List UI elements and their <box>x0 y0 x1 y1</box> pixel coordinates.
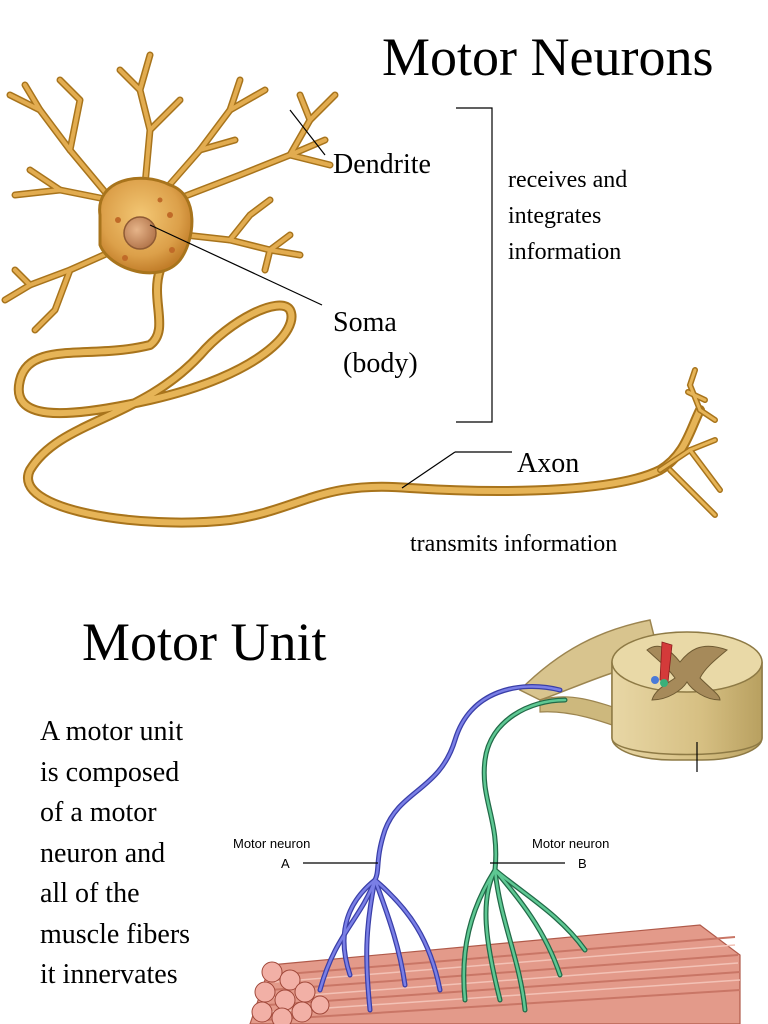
motor-neurons-title: Motor Neurons <box>382 27 714 87</box>
bracket-desc-line: integrates <box>508 203 602 229</box>
definition-line: of a motor <box>40 797 157 828</box>
definition-line: it innervates <box>40 959 178 990</box>
definition-line: A motor unit <box>40 716 184 747</box>
motor-neuron-b-label: Motor neuron <box>532 836 610 851</box>
motor-neuron-a-letter: A <box>281 856 290 871</box>
nucleus <box>123 216 157 250</box>
definition-line: is composed <box>40 756 180 788</box>
motor-neuron-a-fibers <box>317 684 563 1013</box>
bracket-desc-line: receives and <box>508 167 628 193</box>
soma-cell-body <box>98 176 194 275</box>
spinal-cord-segment <box>611 631 763 772</box>
motor-neuron-b-fibers <box>461 697 588 1013</box>
axon-terminals <box>657 367 723 518</box>
definition-line: neuron and <box>40 837 166 869</box>
bracket-description: receives and integrates information <box>508 162 627 270</box>
definition-line: muscle fibers <box>40 918 191 950</box>
soma-sublabel: (body) <box>343 348 418 379</box>
axon-fiber <box>13 265 705 528</box>
motor-neuron-b-letter: B <box>578 856 587 871</box>
axon-label: Axon <box>517 448 580 479</box>
bracket-desc-line: information <box>508 239 622 265</box>
dendrite-label: Dendrite <box>333 149 431 180</box>
motor-unit-title: Motor Unit <box>82 612 327 672</box>
top-leader-lines <box>149 107 512 489</box>
soma-label: Soma <box>333 307 397 338</box>
motor-unit-definition: A motor unit is composed of a motor neur… <box>40 712 190 996</box>
motor-neuron-a-label: Motor neuron <box>233 836 311 851</box>
definition-line: all of the <box>40 878 140 909</box>
dendrite-branches <box>1 51 339 334</box>
axon-description: transmits information <box>410 531 618 557</box>
